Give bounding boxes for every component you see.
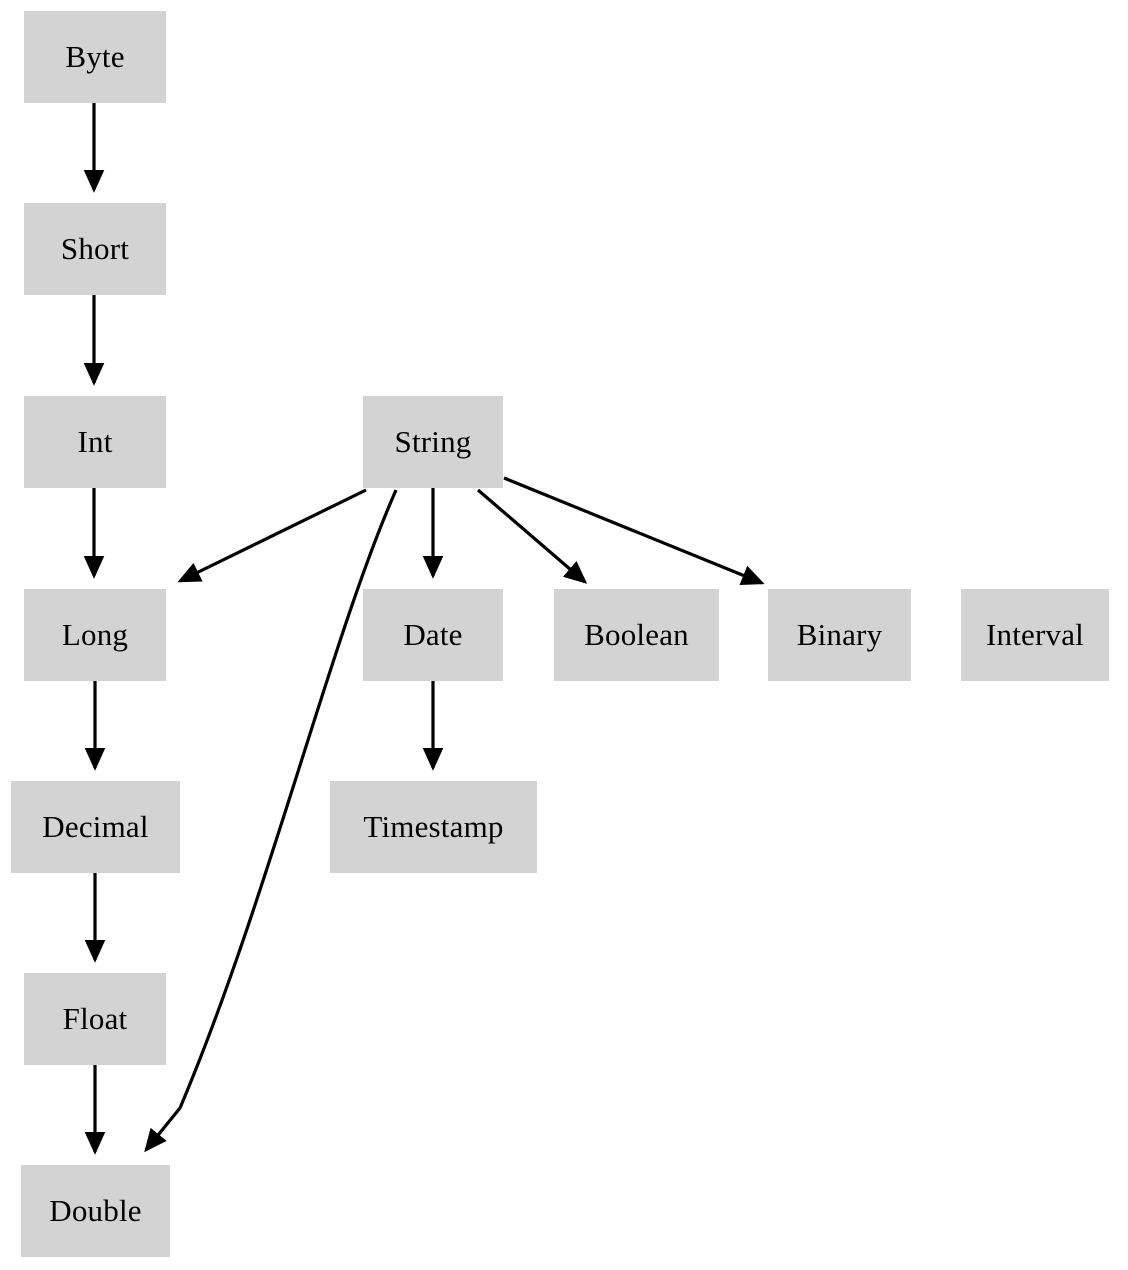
node-double[interactable]: Double (21, 1165, 170, 1257)
node-timestamp[interactable]: Timestamp (330, 781, 537, 873)
node-boolean[interactable]: Boolean (554, 589, 719, 681)
node-string[interactable]: String (363, 396, 503, 488)
node-interval[interactable]: Interval (961, 589, 1109, 681)
edge-string-binary (503, 476, 765, 586)
node-label-short: Short (60, 230, 130, 266)
node-label-date: Date (403, 616, 463, 652)
node-long[interactable]: Long (24, 589, 166, 681)
node-decimal[interactable]: Decimal (11, 781, 180, 873)
node-short[interactable]: Short (24, 203, 166, 295)
node-label-interval: Interval (986, 616, 1084, 652)
node-label-decimal: Decimal (42, 808, 149, 844)
node-label-string: String (394, 423, 472, 459)
node-label-int: Int (77, 423, 113, 459)
node-binary[interactable]: Binary (768, 589, 911, 681)
node-label-binary: Binary (796, 616, 883, 652)
edge-string-long (177, 488, 367, 583)
node-float[interactable]: Float (24, 973, 166, 1065)
node-date[interactable]: Date (363, 589, 503, 681)
node-label-boolean: Boolean (584, 616, 689, 652)
node-byte[interactable]: Byte (24, 11, 166, 103)
node-label-long: Long (61, 616, 129, 652)
node-int[interactable]: Int (24, 396, 166, 488)
node-label-timestamp: Timestamp (363, 808, 504, 844)
edge-string-boolean (476, 488, 588, 584)
node-label-float: Float (62, 1000, 128, 1036)
node-label-double: Double (49, 1192, 142, 1228)
node-label-byte: Byte (65, 38, 125, 74)
